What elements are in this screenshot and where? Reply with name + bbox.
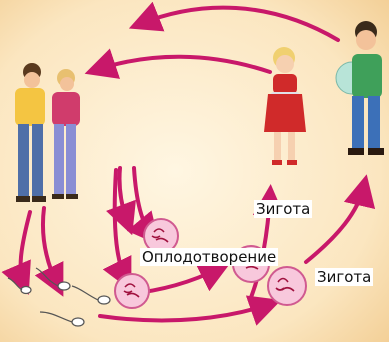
girl-illustration	[264, 47, 306, 165]
couple-illustration	[15, 63, 80, 202]
egg-cell-2	[114, 273, 150, 309]
boy-illustration	[335, 21, 384, 155]
arrow-couple-to-sperm-2	[1, 210, 32, 296]
label-fertilization: Оплодотворение	[140, 248, 279, 266]
arrow-zygote-to-boy	[304, 174, 376, 264]
label-zygote-top: Зигота	[254, 200, 313, 218]
sperm-cells	[7, 267, 111, 327]
arrow-couple-to-sperm-1	[34, 206, 64, 297]
arrow-couple-to-egg-3	[102, 168, 132, 291]
zygote-cell-2	[267, 266, 307, 306]
arrow-girl-to-couple	[84, 48, 272, 79]
arrow-sperm-to-zygote	[98, 295, 282, 326]
arrow-boy-to-couple	[128, 1, 340, 42]
label-zygote-right: Зигота	[315, 268, 374, 286]
arrow-couple-to-egg-1	[105, 166, 136, 236]
